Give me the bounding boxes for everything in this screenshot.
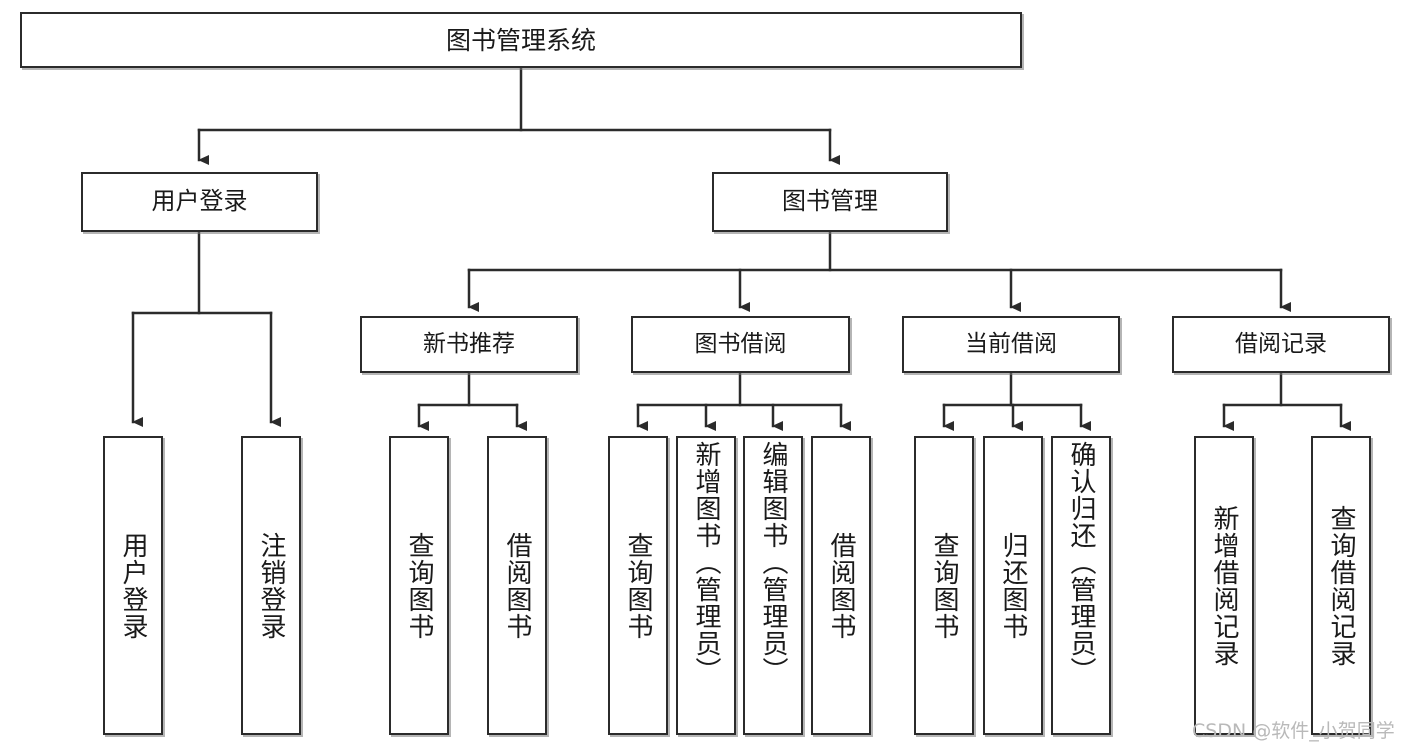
node-label: 查询图书 (623, 531, 653, 640)
node-label: 确认归还（管理员） (1066, 441, 1096, 684)
node-book-management-system[interactable]: 图书管理系统 (20, 12, 1022, 68)
node-label: 用户登录 (118, 531, 148, 640)
node-label: 新增图书（管理员） (691, 441, 721, 684)
node-book-management[interactable]: 图书管理 (712, 172, 948, 232)
node-label: 归还图书 (998, 531, 1028, 640)
node-book-borrow[interactable]: 图书借阅 (631, 316, 850, 373)
node-label: 查询图书 (929, 531, 959, 640)
node-label: 借阅图书 (826, 531, 856, 640)
node-label: 查询借阅记录 (1326, 504, 1356, 667)
node-new-book-recommend[interactable]: 新书推荐 (360, 316, 578, 373)
leaf-user-login-signin[interactable]: 用户登录 (103, 436, 163, 735)
node-label: 编辑图书（管理员） (758, 441, 788, 684)
leaf-new-book-borrow[interactable]: 借阅图书 (487, 436, 547, 735)
node-label: 借阅图书 (502, 531, 532, 640)
node-label: 查询图书 (404, 531, 434, 640)
leaf-borrow-record-query[interactable]: 查询借阅记录 (1311, 436, 1371, 735)
node-label: 用户登录 (151, 187, 248, 216)
node-label: 当前借阅 (965, 331, 1057, 358)
leaf-book-borrow-edit[interactable]: 编辑图书（管理员） (743, 436, 803, 735)
node-label: 新增借阅记录 (1209, 504, 1239, 667)
node-label: 新书推荐 (423, 331, 515, 358)
leaf-current-borrow-confirm-return[interactable]: 确认归还（管理员） (1051, 436, 1111, 735)
leaf-book-borrow-add[interactable]: 新增图书（管理员） (676, 436, 736, 735)
leaf-user-login-signout[interactable]: 注销登录 (241, 436, 301, 735)
leaf-current-borrow-query[interactable]: 查询图书 (914, 436, 974, 735)
node-label: 图书管理 (782, 187, 878, 216)
leaf-borrow-record-add[interactable]: 新增借阅记录 (1194, 436, 1254, 735)
leaf-new-book-query[interactable]: 查询图书 (389, 436, 449, 735)
node-current-borrow[interactable]: 当前借阅 (902, 316, 1120, 373)
node-label: 图书借阅 (694, 331, 787, 358)
node-label: 借阅记录 (1235, 331, 1327, 358)
node-user-login[interactable]: 用户登录 (81, 172, 318, 232)
leaf-current-borrow-return[interactable]: 归还图书 (983, 436, 1043, 735)
leaf-book-borrow-query[interactable]: 查询图书 (608, 436, 668, 735)
node-label: 图书管理系统 (445, 25, 596, 55)
node-label: 注销登录 (256, 531, 286, 640)
node-borrow-records[interactable]: 借阅记录 (1172, 316, 1390, 373)
leaf-book-borrow-lend[interactable]: 借阅图书 (811, 436, 871, 735)
